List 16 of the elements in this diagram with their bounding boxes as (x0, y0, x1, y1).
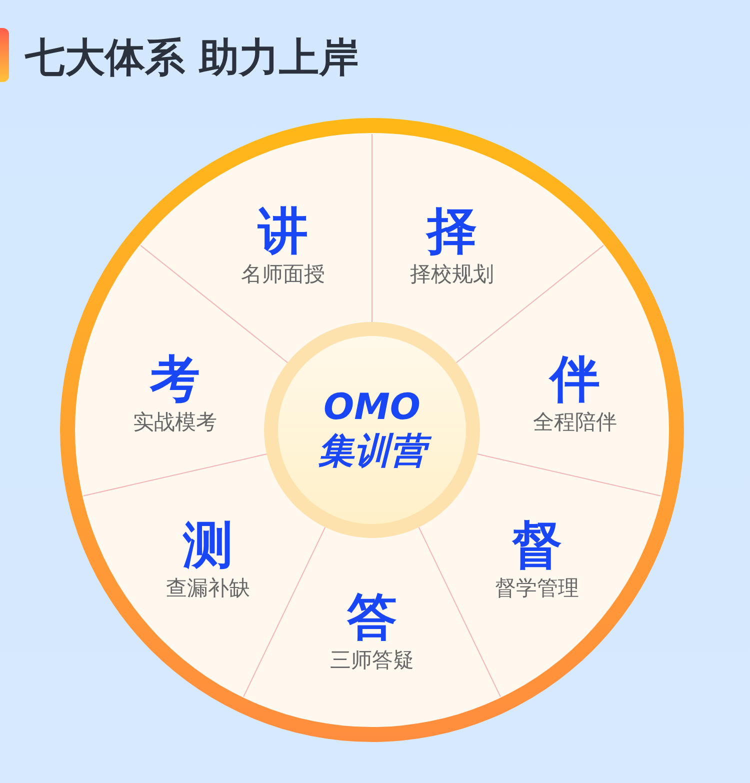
segment-title: 考 (150, 350, 200, 408)
segment-title: 督 (512, 516, 562, 574)
segment-subtitle: 实战模考 (133, 409, 217, 436)
segment-title: 择 (427, 202, 477, 260)
segment-title: 伴 (550, 350, 600, 408)
segment-subtitle: 三师答疑 (330, 647, 414, 674)
segment-title: 测 (183, 516, 233, 574)
segment-title: 答 (347, 588, 397, 646)
segment-subtitle: 全程陪伴 (533, 409, 617, 436)
center-title: OMO 集训营 (312, 386, 432, 474)
segment-subtitle: 名师面授 (241, 261, 325, 288)
segment-subtitle: 督学管理 (495, 575, 579, 602)
title: 七大体系 助力上岸 (25, 34, 359, 83)
segment-subtitle: 择校规划 (410, 261, 494, 288)
segment-subtitle: 查漏补缺 (166, 575, 250, 602)
segment-title: 讲 (258, 202, 308, 260)
